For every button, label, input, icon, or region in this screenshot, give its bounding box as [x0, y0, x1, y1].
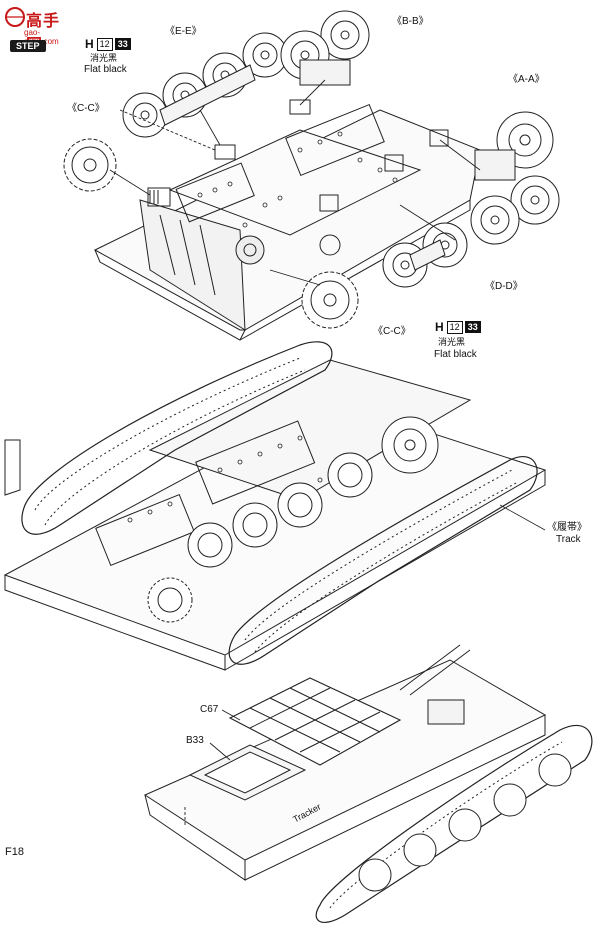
paint-code-dark: 33	[464, 321, 481, 333]
paint-code: 12	[96, 37, 113, 51]
bogie-bb	[280, 10, 370, 86]
bogie-aa	[470, 111, 560, 245]
grill-c67	[228, 677, 402, 766]
paint-letter: H	[435, 320, 444, 334]
top-hull	[93, 99, 481, 341]
paint-en-bottom: Flat black	[434, 349, 477, 360]
callout-ee: 《E-E》	[165, 26, 202, 37]
paint-cn-top: 消光黑	[90, 53, 118, 63]
part-c67: C67	[200, 704, 219, 715]
track-far	[21, 341, 333, 535]
paint-code-dark: 33	[114, 38, 131, 50]
middle-hull	[3, 359, 547, 671]
bogie-dd	[382, 222, 468, 288]
page-number: F18	[5, 846, 24, 858]
paint-letter: H	[85, 37, 94, 51]
site-logo: 高手网 gao-shou.com STEP	[4, 4, 70, 60]
track-label-en: Track	[556, 534, 581, 545]
callout-cc-left: 《C-C》	[67, 103, 105, 114]
callout-dd: 《D-D》	[485, 281, 523, 292]
paint-code: 12	[446, 320, 463, 334]
bottom-hull	[143, 644, 547, 881]
step-badge: STEP	[10, 40, 46, 52]
paint-callout-bottom: H 12 33	[435, 320, 481, 334]
callout-aa: 《A-A》	[508, 74, 545, 85]
sprocket-bottom	[301, 271, 359, 329]
track-near	[228, 456, 538, 665]
callout-cc-bottom: 《C-C》	[373, 326, 411, 337]
paint-en-top: Flat black	[84, 64, 127, 75]
part-b33: B33	[186, 735, 204, 746]
track-bottom	[315, 724, 593, 923]
sprocket-left	[63, 138, 117, 192]
plate-b33	[188, 744, 307, 801]
callout-bb: 《B-B》	[392, 16, 429, 27]
globe-icon	[5, 7, 25, 27]
paint-cn-bottom: 消光黑	[438, 337, 466, 347]
track-label-cn: 《履帯》	[547, 522, 587, 533]
bogie-ee	[122, 32, 288, 138]
paint-callout-top: H 12 33	[85, 37, 131, 51]
